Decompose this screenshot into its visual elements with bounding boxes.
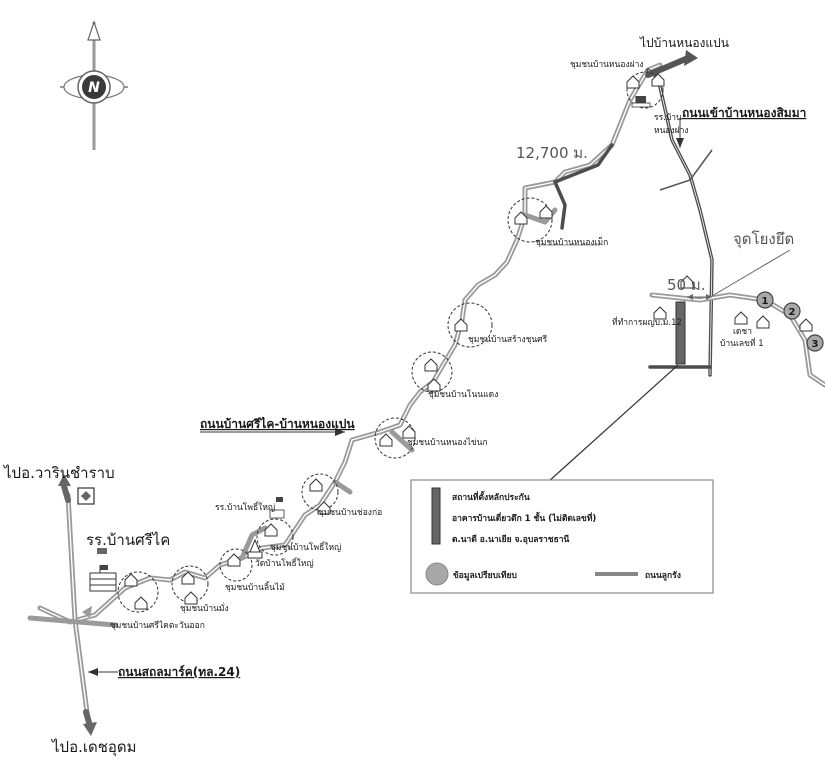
- road-srikhai-nongpaen: [37, 62, 663, 625]
- community-circle: [301, 473, 339, 511]
- house-icon: [379, 433, 393, 447]
- road-entry-label: ถนนเข้าบ้านหนองสิมมา: [682, 106, 806, 120]
- road-property-branch: [649, 292, 825, 388]
- community-circle: [219, 548, 253, 582]
- community-circle: [117, 571, 159, 613]
- school-phosi-label: รร.บ้านโพธิ์ใหญ่: [215, 501, 275, 513]
- school-nongfang-line1: รร.บ้าน: [654, 112, 682, 123]
- legend: สถานที่ตั้งหลักประกัน อาคารบ้านเดี่ยวตึก…: [410, 479, 714, 594]
- road-highway-label: ถนนสถลมาร์ค(ทล.24): [118, 665, 240, 679]
- house-icon: [514, 211, 528, 225]
- house-icon: [680, 275, 694, 289]
- marker-2: [783, 302, 801, 320]
- house-owner-line2: บ้านเลขที่ 1: [720, 337, 764, 349]
- house-icon: [427, 378, 441, 392]
- community-circle: [171, 565, 209, 603]
- house-icon: [134, 596, 148, 610]
- house-icon: [653, 306, 667, 320]
- community-circle: [447, 302, 493, 348]
- house-icon: [227, 553, 241, 567]
- comparison-markers: 1 2 3: [756, 291, 824, 352]
- marker-3-label: 3: [812, 339, 819, 350]
- marker-1-label: 1: [762, 296, 769, 307]
- road-main-label: ถนนบ้านศรีไค-บ้านหนองแปน: [200, 416, 355, 431]
- road-highway-24: [27, 474, 118, 736]
- community-label: ชุมชนบ้านศรีไคตะวันออก: [110, 620, 205, 631]
- community-label: ชุมชนบ้านช่องก่อ: [318, 507, 382, 518]
- property-parcel: [675, 301, 686, 365]
- dimension-lines: [88, 118, 791, 676]
- community-label: ชุมชนบ้านลิ้นไม้: [225, 581, 285, 593]
- house-icon: [402, 425, 416, 439]
- house-icon: [264, 523, 278, 537]
- school-nongfang-icon: [631, 96, 651, 108]
- house-icon: [626, 75, 640, 89]
- house-icon: [309, 478, 323, 492]
- school-icons: [77, 96, 651, 592]
- compass-letter: N: [88, 80, 100, 96]
- community-label: ชุมชนบ้านมั่ง: [180, 602, 229, 614]
- house-icon: [184, 591, 198, 605]
- community-label: ชุมชนบ้านโพธิ์ใหญ่: [270, 541, 341, 553]
- legend-line2: อาคารบ้านเดี่ยวตึก 1 ชั้น (ไม่ติดเลขที่): [452, 511, 596, 524]
- community-circle: [507, 197, 553, 243]
- legend-line3: ต.นาดี อ.นาเยีย จ.อุบลราชธานี: [452, 534, 570, 545]
- marker-3: [806, 334, 824, 352]
- legend-box: [410, 479, 714, 594]
- community-label: ชุมชนบ้านสร้างชุนศรี: [468, 334, 548, 345]
- legend-parcel-swatch: [431, 487, 441, 545]
- school-phosi-icon: [269, 497, 285, 519]
- school-nongfang-line2: หนองฝาง: [654, 126, 689, 136]
- house-icon: [539, 205, 553, 219]
- school-srikhai-icon: [77, 487, 117, 592]
- house-icon: [317, 501, 331, 515]
- dest-top-label: ไปบ้านหนองแปน: [639, 36, 729, 50]
- temple-label: วัดบ้านโพธิ์ใหญ่: [255, 557, 314, 569]
- legend-title: สถานที่ตั้งหลักประกัน: [452, 490, 530, 503]
- distance-long-label: 12,700 ม.: [516, 144, 588, 162]
- community-label: ชุมชนบ้านหนองฝาง: [570, 59, 644, 70]
- house-icon: [734, 311, 748, 325]
- map-labels: ไปบ้านหนองแปน ไปอ.วารินชำราบ ไปอ.เดชอุดม…: [3, 36, 806, 757]
- distance-short-label: 50 ม.: [667, 276, 706, 294]
- school-srikhai-label: รร.บ้านศรีไค: [86, 531, 170, 549]
- community-label: ชุมชนบ้านหนองไข่นก: [407, 437, 488, 448]
- marker-2-label: 2: [789, 307, 796, 318]
- community-circle: [626, 71, 664, 109]
- house-icon: [454, 318, 468, 332]
- house-icons: [124, 73, 813, 610]
- house-icon: [424, 358, 438, 372]
- house-icon: [124, 573, 138, 587]
- community-circle: [256, 518, 294, 556]
- house-owner-label: เดชา บ้านเลขที่ 1: [720, 327, 764, 349]
- house-icon: [799, 318, 813, 332]
- legend-circle-label: ข้อมูลเปรียบเทียบ: [453, 570, 517, 581]
- community-label: ชุมชนบ้านโนนแดง: [428, 389, 498, 400]
- office-label: ที่ทำการผญบ.ม.12: [612, 316, 682, 328]
- school-nongfang-label: รร.บ้าน หนองฝาง: [654, 112, 689, 136]
- dest-det-label: ไปอ.เดชอุดม: [51, 738, 137, 757]
- house-owner-line1: เดชา: [733, 327, 752, 337]
- house-icon: [651, 73, 665, 87]
- transit-point-label: จุดโยงยึด: [733, 230, 794, 249]
- house-icon: [181, 571, 195, 585]
- legend-road-label: ถนนลูกรัง: [645, 570, 681, 581]
- house-icon: [756, 315, 770, 329]
- legend-circle-swatch: [425, 562, 449, 586]
- community-circle: [411, 351, 453, 393]
- community-label: ชุมชนบ้านหนองเม็ก: [535, 236, 608, 248]
- temple-icon: [247, 538, 263, 559]
- compass-icon: N: [60, 20, 128, 150]
- dest-warin-label: ไปอ.วารินชำราบ: [3, 464, 115, 482]
- marker-1: [756, 291, 774, 309]
